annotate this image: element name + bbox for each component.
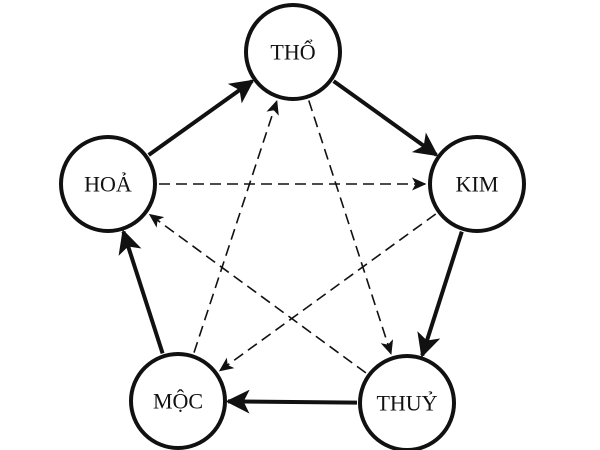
node-moc-circle — [129, 352, 227, 450]
node-tho-circle — [244, 3, 342, 101]
node-moc-label: MỘC — [153, 389, 203, 414]
dashed-arrow-kim-to-moc — [218, 213, 437, 372]
node-kim: KIM — [428, 135, 526, 233]
dashed-arrow-moc-to-tho — [193, 100, 279, 353]
solid-arrow-thuy-to-moc — [225, 389, 358, 414]
node-thuy-label: THUỶ — [376, 391, 437, 416]
node-thuy-circle — [358, 354, 456, 450]
dashed-arrow-thuy-to-hoa — [148, 213, 367, 374]
generation-cycle-edges — [118, 79, 464, 414]
node-thuy: THUỶ — [358, 354, 456, 450]
node-hoa-label: HOẢ — [84, 172, 132, 197]
node-kim-label: KIM — [456, 172, 499, 197]
dashed-arrow-tho-to-thuy — [308, 100, 394, 355]
node-hoa: HOẢ — [59, 135, 157, 233]
control-cycle-edges — [148, 100, 437, 374]
element-nodes: THỔ KIM THUỶ MỘC HOẢ — [59, 3, 526, 450]
solid-arrow-moc-to-hoa — [118, 229, 165, 355]
solid-arrow-kim-to-thuy — [417, 230, 464, 358]
solid-arrow-tho-to-kim — [332, 79, 439, 157]
solid-arrow-hoa-to-tho — [147, 79, 255, 157]
node-tho-label: THỔ — [270, 40, 315, 65]
node-moc: MỘC — [129, 352, 227, 450]
node-kim-circle — [428, 135, 526, 233]
node-tho: THỔ — [244, 3, 342, 101]
node-hoa-circle — [59, 135, 157, 233]
